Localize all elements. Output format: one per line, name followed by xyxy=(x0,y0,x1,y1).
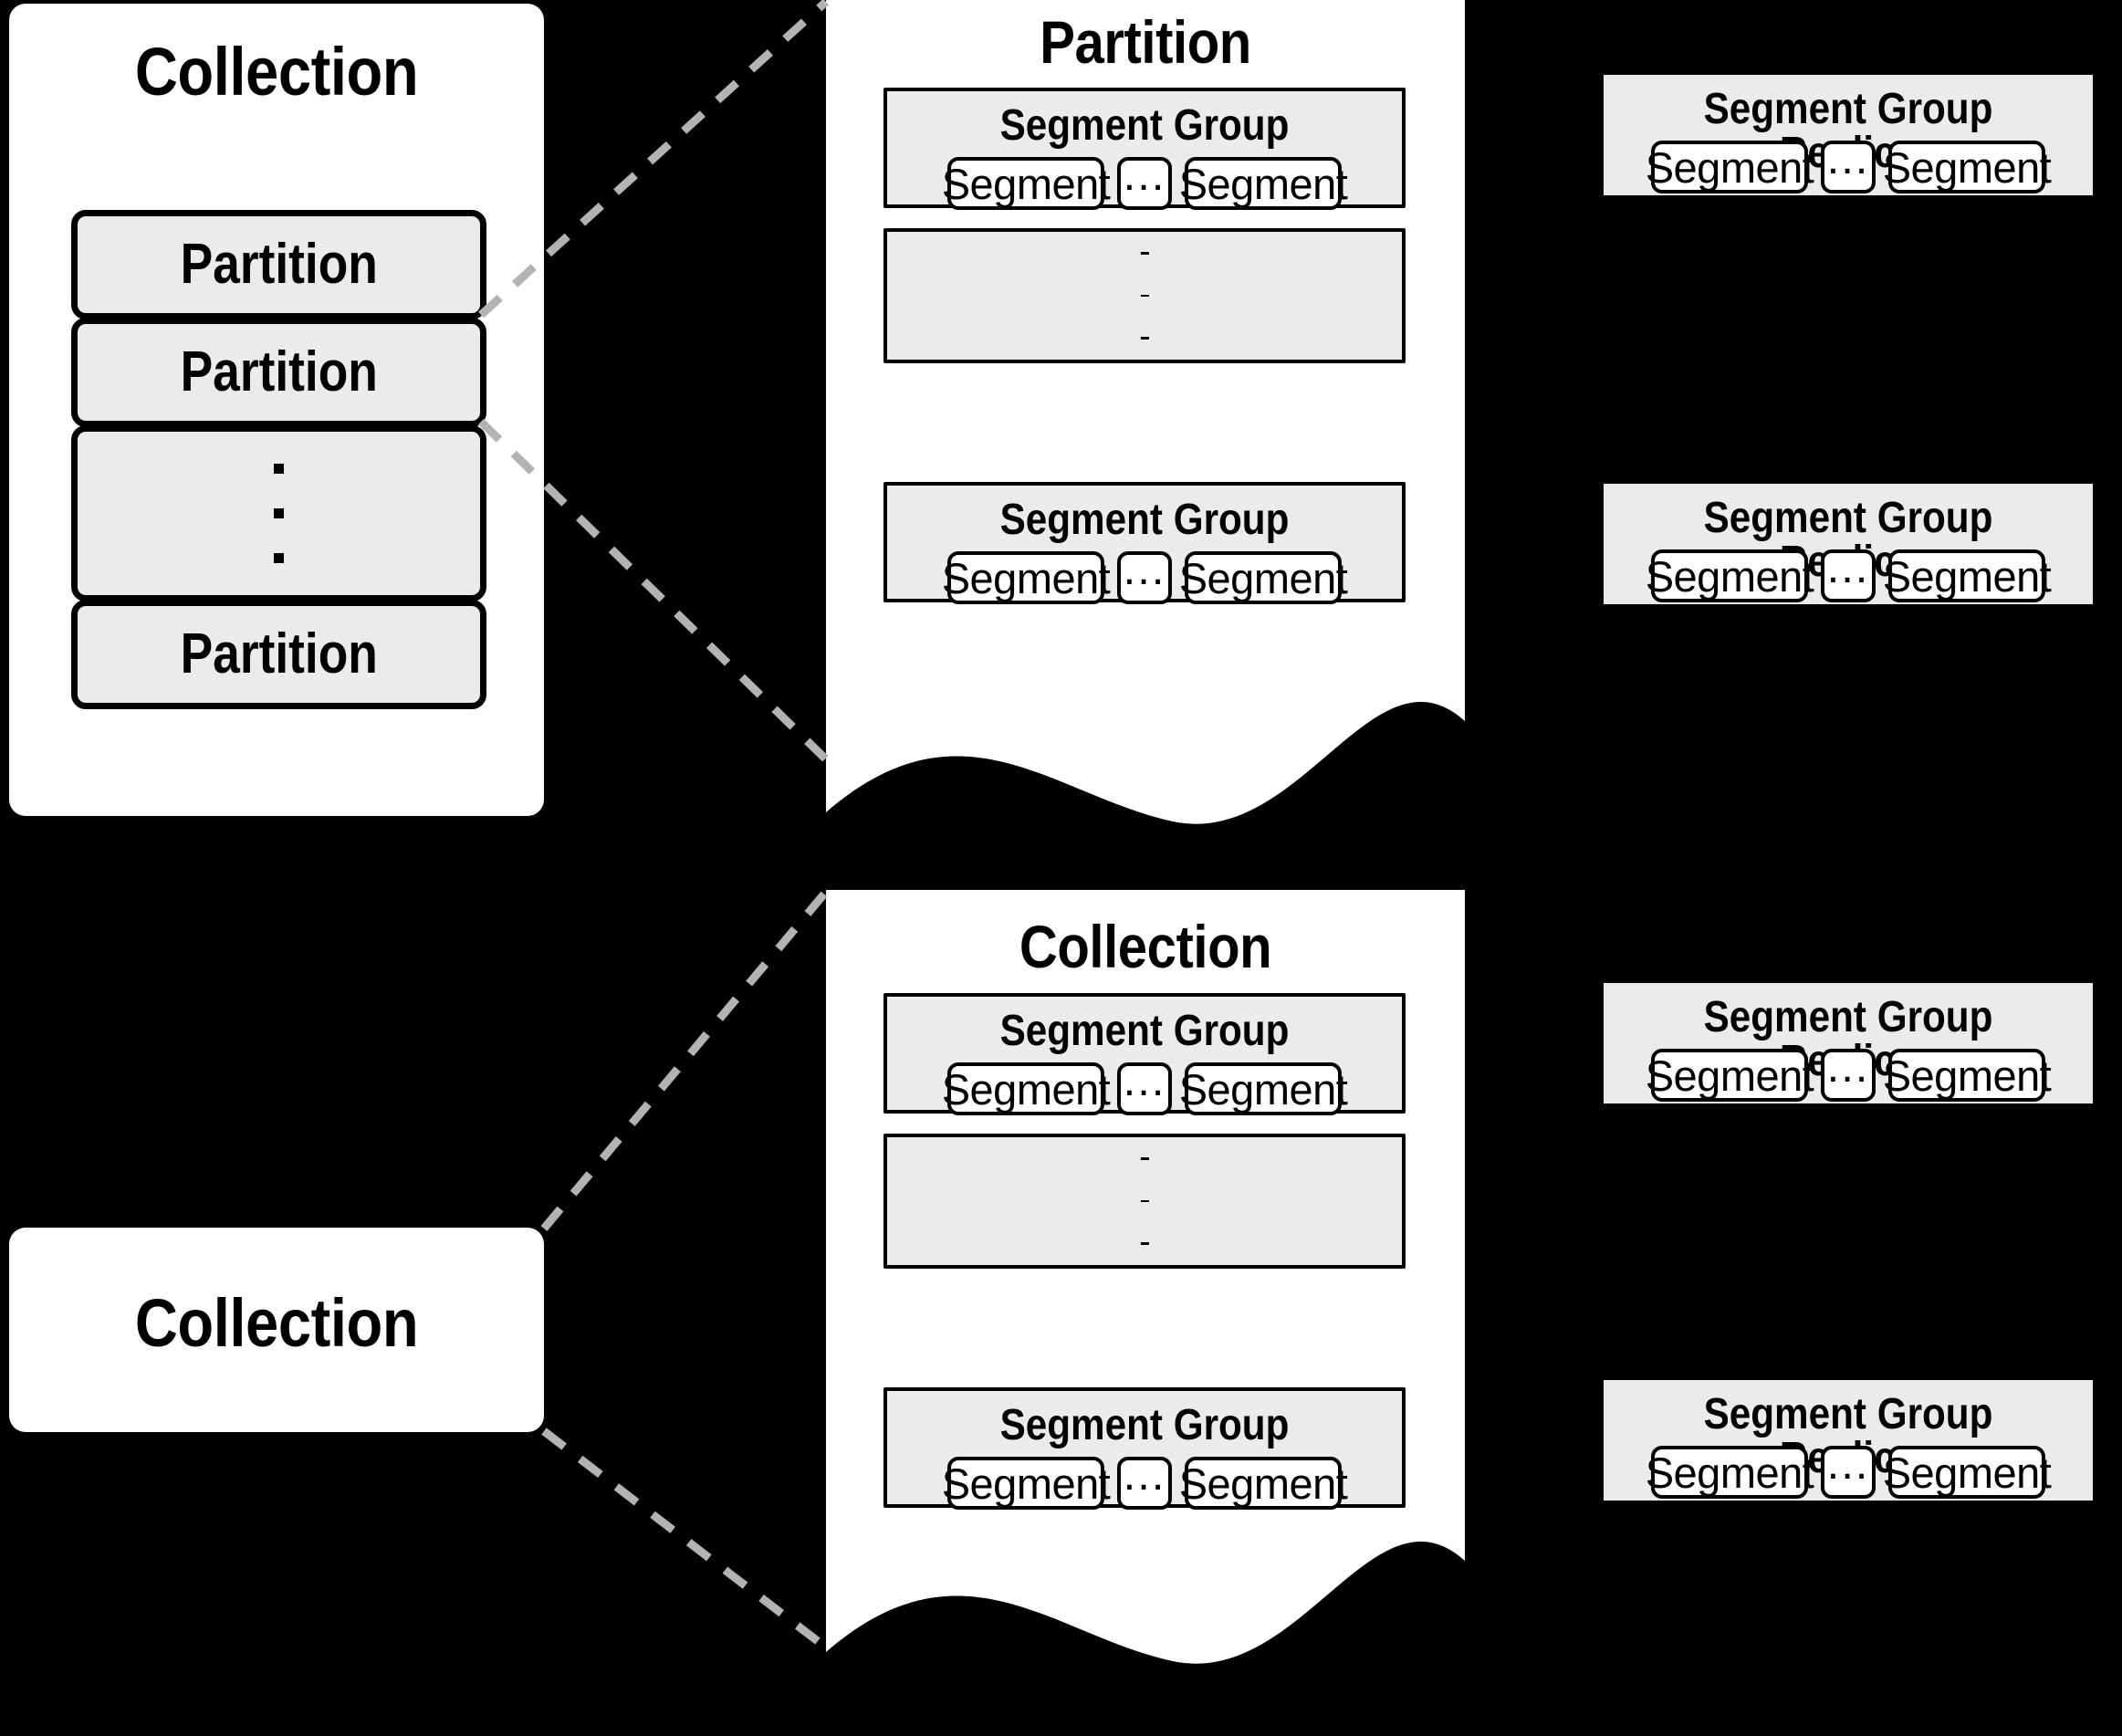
segment-chip[interactable]: Segment xyxy=(1883,1446,2052,1499)
segment-chip[interactable]: Segment xyxy=(1883,1049,2052,1102)
collection-panel: Collection Segment Group Segment ... Seg… xyxy=(826,890,1465,1561)
segment-chip[interactable]: Segment xyxy=(942,157,1111,210)
dot xyxy=(1140,337,1149,340)
segment-label: Segment xyxy=(1645,1051,1814,1100)
segment-group-title: Segment Group xyxy=(999,101,1290,150)
segment-ellipsis-icon: ... xyxy=(1117,1452,1172,1510)
connector-collection-to-panel-top xyxy=(540,889,830,1231)
segment-group-replica-box[interactable]: Segment Group Replica Segment ... Segmen… xyxy=(1604,484,2093,604)
dot xyxy=(1140,1242,1149,1246)
segment-ellipsis-icon: ... xyxy=(1821,136,1876,193)
partition-chip-label: Partition xyxy=(180,622,378,685)
collection-panel-title: Collection xyxy=(1019,913,1272,980)
segment-row: Segment ... Segment xyxy=(887,1452,1402,1510)
segment-ellipsis-label: ... xyxy=(1123,1449,1166,1500)
segment-ellipsis-label: ... xyxy=(1826,542,1870,592)
segment-ellipsis-icon: ... xyxy=(1117,1055,1172,1115)
segment-group-box[interactable]: Segment Group Segment ... Segment xyxy=(883,993,1406,1115)
connector-collection-to-panel-bottom xyxy=(541,1427,829,1651)
segment-group-box[interactable]: Segment Group Segment ... Segment xyxy=(883,482,1406,604)
segment-group-vertical-ellipsis-icon xyxy=(883,1134,1406,1269)
segment-group-replica-box[interactable]: Segment Group Replica Segment ... Segmen… xyxy=(1604,983,2093,1103)
segment-label: Segment xyxy=(1645,1448,1814,1497)
segment-label: Segment xyxy=(1645,551,1814,601)
dot xyxy=(274,464,284,474)
partition-chip-2[interactable]: Partition xyxy=(71,318,486,427)
segment-label: Segment xyxy=(1645,142,1814,192)
segment-group-title: Segment Group xyxy=(999,496,1290,544)
dot xyxy=(1140,1157,1149,1160)
segment-chip[interactable]: Segment xyxy=(1179,1457,1348,1510)
segment-label: Segment xyxy=(1882,1051,2052,1100)
segment-label: Segment xyxy=(1178,1064,1348,1114)
segment-row: Segment ... Segment xyxy=(887,544,1402,604)
segment-label: Segment xyxy=(1178,553,1348,602)
segment-group-title: Segment Group xyxy=(999,1007,1290,1055)
segment-label: Segment xyxy=(1882,142,2052,192)
segment-label: Segment xyxy=(941,553,1111,602)
segment-group-replica-box[interactable]: Segment Group Replica Segment ... Segmen… xyxy=(1604,75,2093,195)
segment-row: Segment ... Segment xyxy=(887,152,1402,210)
segment-chip[interactable]: Segment xyxy=(942,551,1111,604)
top-left-collection-card: Collection Partition Partition Partition xyxy=(9,4,544,816)
segment-label: Segment xyxy=(1178,1459,1348,1508)
segment-chip[interactable]: Segment xyxy=(1179,157,1348,210)
top-left-collection-title: Collection xyxy=(134,34,419,110)
segment-group-box[interactable]: Segment Group Segment ... Segment xyxy=(883,88,1406,210)
segment-chip[interactable]: Segment xyxy=(942,1062,1111,1115)
segment-chip[interactable]: Segment xyxy=(1646,141,1814,193)
dot xyxy=(1140,1199,1149,1203)
partition-vertical-ellipsis-icon xyxy=(71,425,486,601)
segment-label: Segment xyxy=(941,159,1111,208)
segment-label: Segment xyxy=(1882,1448,2052,1497)
partition-panel: Partition Segment Group Segment ... Segm… xyxy=(826,0,1465,721)
segment-group-vertical-ellipsis-icon xyxy=(883,228,1406,363)
segment-row: Segment ... Segment xyxy=(1604,136,2093,193)
bottom-left-collection-card[interactable]: Collection xyxy=(9,1228,544,1432)
segment-ellipsis-icon: ... xyxy=(1821,1044,1876,1102)
segment-label: Segment xyxy=(941,1064,1111,1114)
partition-chip-label: Partition xyxy=(180,233,378,296)
segment-ellipsis-icon: ... xyxy=(1821,1441,1876,1499)
segment-ellipsis-icon: ... xyxy=(1117,152,1172,210)
segment-group-title: Segment Group xyxy=(999,1401,1290,1449)
segment-ellipsis-label: ... xyxy=(1826,1041,1870,1092)
segment-ellipsis-label: ... xyxy=(1123,150,1166,200)
segment-ellipsis-label: ... xyxy=(1826,1438,1870,1489)
dot xyxy=(1140,294,1149,298)
segment-chip[interactable]: Segment xyxy=(1646,1049,1814,1102)
dot xyxy=(274,508,284,518)
partition-chip-label: Partition xyxy=(180,340,378,403)
segment-ellipsis-label: ... xyxy=(1123,1055,1166,1105)
segment-row: Segment ... Segment xyxy=(1604,1441,2093,1499)
segment-ellipsis-label: ... xyxy=(1826,133,1870,183)
bottom-left-collection-title: Collection xyxy=(134,1285,419,1361)
segment-ellipsis-icon: ... xyxy=(1821,542,1876,602)
segment-chip[interactable]: Segment xyxy=(1179,551,1348,604)
segment-chip[interactable]: Segment xyxy=(1646,549,1814,602)
segment-row: Segment ... Segment xyxy=(1604,1044,2093,1102)
segment-label: Segment xyxy=(1178,159,1348,208)
segment-chip[interactable]: Segment xyxy=(1646,1446,1814,1499)
segment-row: Segment ... Segment xyxy=(887,1055,1402,1115)
segment-row: Segment ... Segment xyxy=(1604,542,2093,602)
segment-chip[interactable]: Segment xyxy=(1179,1062,1348,1115)
segment-ellipsis-label: ... xyxy=(1123,544,1166,594)
segment-label: Segment xyxy=(1882,551,2052,601)
dot xyxy=(274,553,284,563)
segment-group-replica-box[interactable]: Segment Group Replica Segment ... Segmen… xyxy=(1604,1380,2093,1501)
segment-chip[interactable]: Segment xyxy=(942,1457,1111,1510)
segment-group-box[interactable]: Segment Group Segment ... Segment xyxy=(883,1387,1406,1510)
partition-panel-title: Partition xyxy=(1040,8,1251,76)
segment-label: Segment xyxy=(941,1459,1111,1508)
segment-ellipsis-icon: ... xyxy=(1117,544,1172,604)
partition-chip-1[interactable]: Partition xyxy=(71,210,486,319)
partition-chip-3[interactable]: Partition xyxy=(71,600,486,709)
segment-chip[interactable]: Segment xyxy=(1883,141,2052,193)
dot xyxy=(1140,252,1149,255)
segment-chip[interactable]: Segment xyxy=(1883,549,2052,602)
